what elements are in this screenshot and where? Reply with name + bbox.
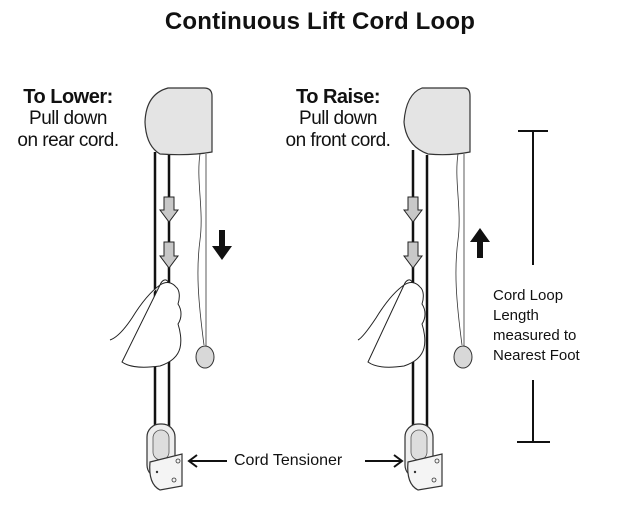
lower-line-2: on rear cord. [17, 130, 119, 151]
right-wand-cord [455, 153, 463, 346]
left-wand-cord [197, 153, 205, 346]
right-headrail [403, 87, 471, 156]
left-assembly [109, 87, 232, 491]
raise-line-2: on front cord. [285, 130, 391, 151]
measure-line-4: Nearest Foot [493, 347, 580, 364]
lower-heading: To Lower: [23, 86, 113, 108]
right-assembly [357, 87, 490, 491]
length-measurement-bracket [517, 130, 550, 443]
lower-instructions: To Lower: Pull down on rear cord. [8, 86, 128, 152]
left-down-arrow-2 [159, 241, 179, 269]
raise-heading: To Raise: [295, 86, 381, 108]
raise-instructions: To Raise: Pull down on front cord. [276, 86, 400, 152]
right-direction-arrow-up-icon [470, 228, 490, 258]
right-down-arrow-2 [403, 241, 423, 269]
cord-tensioner-label: Cord Tensioner [234, 452, 343, 469]
measure-line-3: measured to [493, 327, 577, 344]
raise-line-1: Pull down [299, 108, 377, 129]
right-cord-tassel [453, 345, 473, 369]
left-hand [109, 279, 182, 368]
left-direction-arrow-down-icon [212, 230, 232, 260]
lower-line-1: Pull down [29, 108, 107, 129]
measure-line-1: Cord Loop [493, 287, 564, 304]
cord-loop-length-label: Cord Loop Length measured to Nearest Foo… [493, 286, 580, 366]
diagram-title: Continuous Lift Cord Loop [164, 8, 476, 35]
left-cord-tensioner [146, 423, 183, 491]
measure-line-2: Length [493, 307, 539, 324]
right-hand [357, 279, 426, 368]
right-down-arrow-1 [403, 196, 423, 223]
left-cord-tassel [195, 345, 215, 369]
left-headrail [144, 87, 213, 156]
tensioner-arrow-right-icon [365, 454, 404, 468]
right-cord-tensioner [404, 423, 443, 491]
left-down-arrow-1 [159, 196, 179, 223]
tensioner-arrow-left-icon [187, 454, 227, 468]
